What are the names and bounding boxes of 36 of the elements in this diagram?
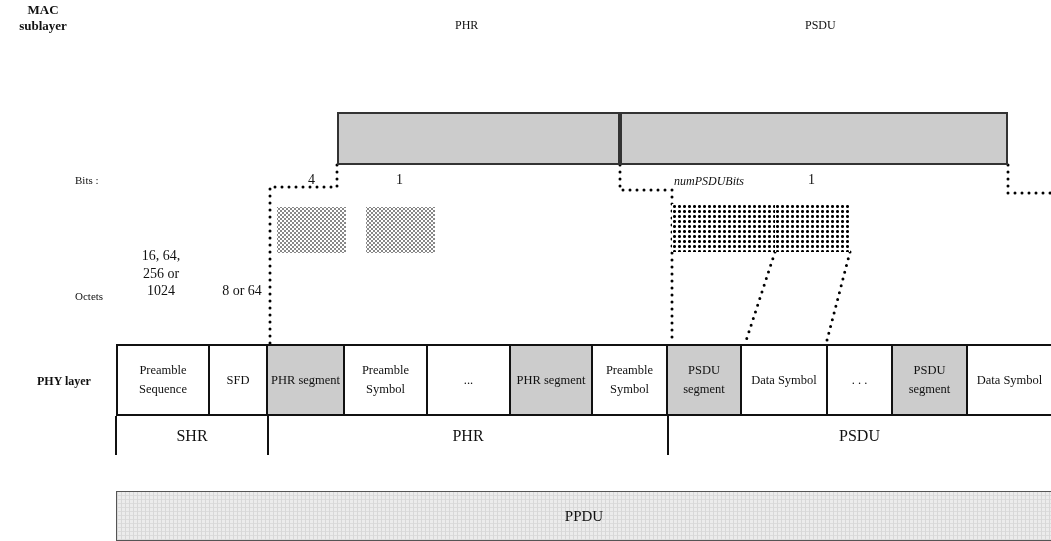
- ppdu-bar: PPDU: [116, 491, 1051, 541]
- frame-cell: Preamble Symbol: [345, 344, 428, 416]
- dotted-connector: [268, 163, 339, 346]
- frame-cell: Preamble Symbol: [593, 344, 668, 416]
- section-label: PSDU: [838, 426, 881, 446]
- frame-cell: Data Symbol: [742, 344, 828, 416]
- layer-label: PHY layer: [37, 374, 91, 389]
- frame-cell: PSDU segment: [668, 344, 742, 416]
- octet-count: 16, 64, 256 or 1024: [140, 247, 182, 300]
- bit-count: 1: [396, 171, 403, 189]
- bit-field-block: [277, 207, 346, 253]
- bit-field-block: [775, 204, 850, 252]
- field-bar: [337, 112, 620, 165]
- row-label: Octets: [75, 290, 104, 304]
- frame-cell: ...: [428, 344, 511, 416]
- frame-cell: PHR segment: [511, 344, 593, 416]
- bit-field-block: [366, 207, 435, 253]
- dotted-connector: [1006, 163, 1051, 195]
- frame-cell: PHR segment: [268, 344, 345, 416]
- bit-field-block: [672, 204, 775, 252]
- field-bar: [620, 112, 1008, 165]
- section-label: PHR: [451, 426, 485, 446]
- octet-count: 8 or 64: [222, 282, 262, 300]
- frame-cell: SFD: [210, 344, 268, 416]
- frame-cell: Preamble Sequence: [116, 344, 210, 416]
- field-label: PHR: [455, 18, 479, 33]
- bit-count: 1: [808, 171, 815, 189]
- frame-cell: Data Symbol: [968, 344, 1051, 416]
- layer-label: MAC sublayer: [18, 2, 68, 35]
- bit-count: numPSDUBits: [674, 174, 744, 189]
- bit-count: 4: [308, 171, 315, 189]
- row-label: Bits :: [75, 174, 99, 188]
- field-label: PSDU: [805, 18, 836, 33]
- frame-cell: . . .: [828, 344, 893, 416]
- frame-cell: PSDU segment: [893, 344, 968, 416]
- section-label: SHR: [175, 426, 209, 446]
